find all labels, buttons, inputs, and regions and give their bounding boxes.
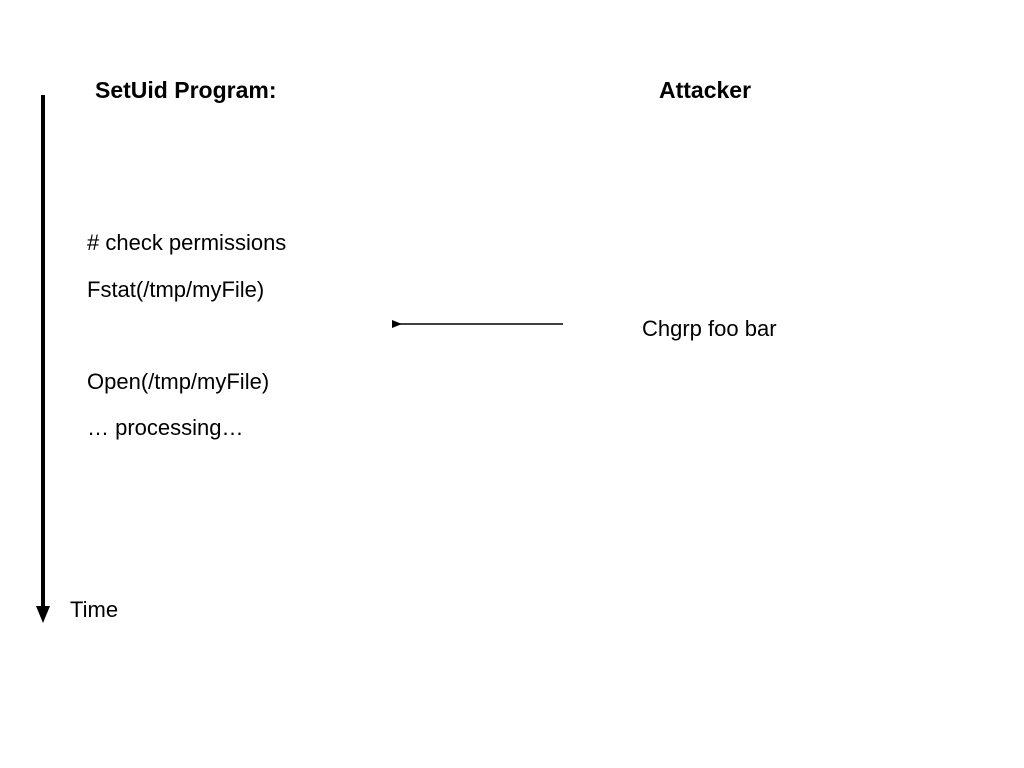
- program-step-fstat: Fstat(/tmp/myFile): [87, 277, 265, 302]
- time-axis-label: Time: [70, 597, 119, 622]
- program-step-processing: … processing…: [87, 415, 244, 440]
- time-axis-arrow: [36, 95, 50, 623]
- attacker-heading: Attacker: [659, 77, 752, 103]
- attacker-action: Chgrp foo bar: [642, 316, 777, 341]
- program-step-open: Open(/tmp/myFile): [87, 369, 270, 394]
- program-step-comment: # check permissions: [87, 230, 287, 255]
- setuid-program-heading: SetUid Program:: [95, 77, 277, 103]
